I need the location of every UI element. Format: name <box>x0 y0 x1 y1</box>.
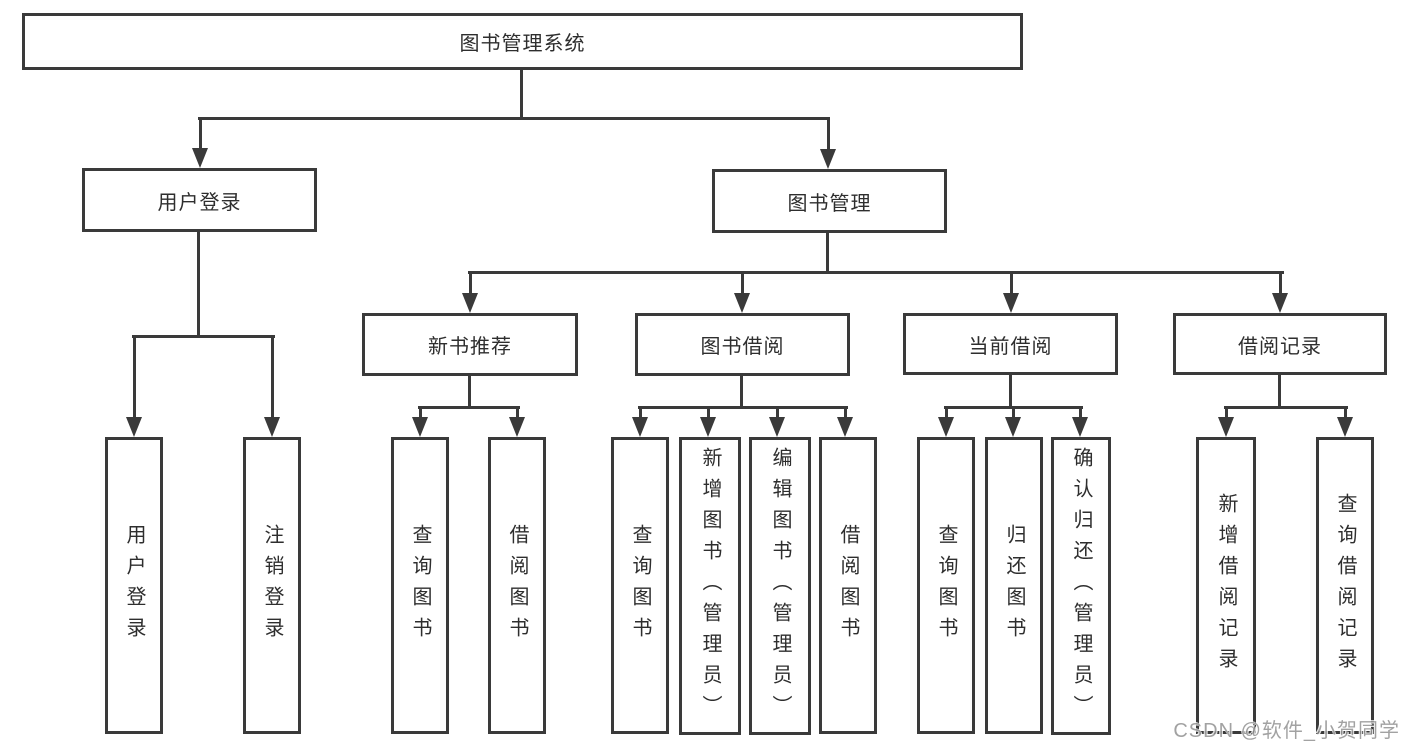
connector-line <box>1225 406 1228 419</box>
arrow-down-icon <box>509 417 525 437</box>
leaf-borrow-book-recommend: 借阅图书 <box>488 437 546 734</box>
leaf-user-login-label: 用户登录 <box>123 523 145 648</box>
leaf-borrow-book-label: 借阅图书 <box>837 523 859 648</box>
connector-line <box>776 406 779 419</box>
connector-line <box>827 117 830 151</box>
leaf-add-book-admin-label: 新增图书（管理员） <box>699 446 721 726</box>
node-borrow-record: 借阅记录 <box>1173 313 1387 375</box>
arrow-down-icon <box>820 149 836 169</box>
node-current-borrow: 当前借阅 <box>903 313 1118 375</box>
connector-line <box>741 271 744 295</box>
connector-line <box>419 406 422 419</box>
connector-line <box>418 406 520 409</box>
leaf-edit-book-admin: 编辑图书（管理员） <box>749 437 811 735</box>
arrow-down-icon <box>126 417 142 437</box>
leaf-query-borrow-record-label: 查询借阅记录 <box>1334 492 1356 679</box>
connector-line <box>468 376 471 408</box>
leaf-query-book-borrow-label: 查询图书 <box>629 523 651 648</box>
arrow-down-icon <box>1272 293 1288 313</box>
node-book-borrow: 图书借阅 <box>635 313 850 376</box>
connector-line <box>1344 406 1347 419</box>
arrow-down-icon <box>264 417 280 437</box>
node-book-management-label: 图书管理 <box>787 192 872 215</box>
connector-line <box>468 271 1284 274</box>
node-book-management: 图书管理 <box>712 169 947 233</box>
connector-line <box>1079 406 1082 419</box>
leaf-query-book-current-label: 查询图书 <box>935 523 957 648</box>
arrow-down-icon <box>1003 293 1019 313</box>
connector-line <box>1012 406 1015 419</box>
connector-line <box>844 406 847 419</box>
connector-line <box>707 406 710 419</box>
node-new-book-recommend-label: 新书推荐 <box>428 336 512 358</box>
connector-line <box>133 335 136 419</box>
leaf-user-login: 用户登录 <box>105 437 163 734</box>
connector-line <box>198 117 830 120</box>
connector-line <box>199 117 202 150</box>
connector-line <box>826 233 829 274</box>
connector-line <box>516 406 519 419</box>
connector-line <box>945 406 948 419</box>
connector-line <box>132 335 275 338</box>
node-user-login-label: 用户登录 <box>157 191 242 214</box>
connector-line <box>271 335 274 419</box>
csdn-watermark: CSDN @软件_小贺同学 <box>1173 720 1400 742</box>
arrow-down-icon <box>1072 417 1088 437</box>
leaf-confirm-return-admin-label: 确认归还（管理员） <box>1070 446 1092 726</box>
node-root: 图书管理系统 <box>22 13 1023 70</box>
arrow-down-icon <box>192 148 208 168</box>
connector-line <box>1010 271 1013 295</box>
arrow-down-icon <box>1337 417 1353 437</box>
arrow-down-icon <box>1218 417 1234 437</box>
leaf-query-book-recommend-label: 查询图书 <box>409 523 431 648</box>
leaf-add-book-admin: 新增图书（管理员） <box>679 437 741 735</box>
arrow-down-icon <box>462 293 478 313</box>
leaf-add-borrow-record: 新增借阅记录 <box>1196 437 1256 734</box>
arrow-down-icon <box>734 293 750 313</box>
connector-line <box>197 232 200 338</box>
arrow-down-icon <box>412 417 428 437</box>
leaf-confirm-return-admin: 确认归还（管理员） <box>1051 437 1111 735</box>
arrow-down-icon <box>700 417 716 437</box>
leaf-edit-book-admin-label: 编辑图书（管理员） <box>769 446 791 726</box>
connector-line <box>1009 375 1012 408</box>
connector-line <box>469 271 472 295</box>
connector-line <box>639 406 642 419</box>
leaf-logout-label: 注销登录 <box>261 523 283 648</box>
node-user-login: 用户登录 <box>82 168 317 232</box>
leaf-borrow-book-recommend-label: 借阅图书 <box>506 523 528 648</box>
leaf-return-book-label: 归还图书 <box>1003 523 1025 648</box>
leaf-add-borrow-record-label: 新增借阅记录 <box>1215 492 1237 679</box>
arrow-down-icon <box>938 417 954 437</box>
node-new-book-recommend: 新书推荐 <box>362 313 578 376</box>
node-current-borrow-label: 当前借阅 <box>968 335 1053 358</box>
leaf-return-book: 归还图书 <box>985 437 1043 734</box>
leaf-query-book-borrow: 查询图书 <box>611 437 669 734</box>
leaf-borrow-book: 借阅图书 <box>819 437 877 734</box>
connector-line <box>1278 375 1281 408</box>
connector-line <box>520 70 523 119</box>
leaf-query-borrow-record: 查询借阅记录 <box>1316 437 1374 734</box>
connector-line <box>638 406 848 409</box>
node-book-borrow-label: 图书借阅 <box>700 336 785 358</box>
connector-line <box>740 376 743 408</box>
node-borrow-record-label: 借阅记录 <box>1238 335 1322 358</box>
arrow-down-icon <box>1005 417 1021 437</box>
leaf-query-book-recommend: 查询图书 <box>391 437 449 734</box>
arrow-down-icon <box>837 417 853 437</box>
connector-line <box>1224 406 1348 409</box>
arrow-down-icon <box>769 417 785 437</box>
connector-line <box>1279 271 1282 295</box>
leaf-logout: 注销登录 <box>243 437 301 734</box>
arrow-down-icon <box>632 417 648 437</box>
leaf-query-book-current: 查询图书 <box>917 437 975 734</box>
node-root-label: 图书管理系统 <box>459 33 586 55</box>
